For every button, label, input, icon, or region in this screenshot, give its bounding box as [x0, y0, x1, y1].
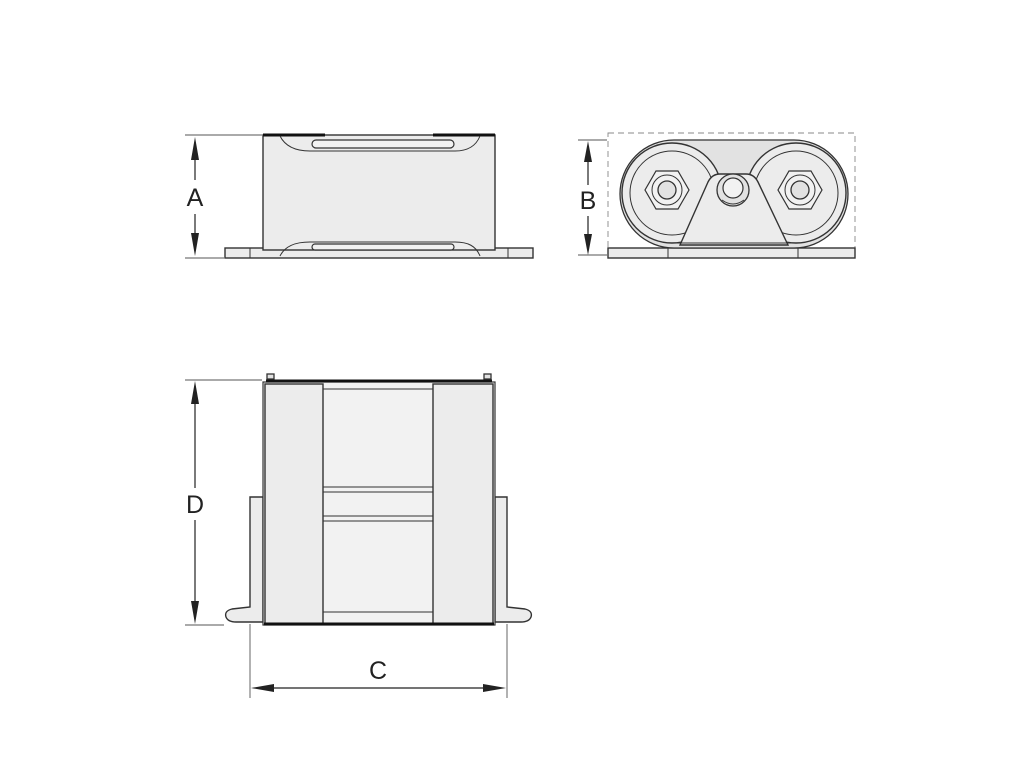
dimension-c: C [249, 624, 508, 698]
dimension-a-arrow-bottom [191, 233, 199, 256]
center-bracket [678, 173, 790, 246]
dimension-b-arrow-bottom [584, 234, 592, 255]
left-mounting-flange [224, 496, 264, 623]
dimension-d-label: D [186, 491, 204, 519]
dimension-d: D [185, 379, 262, 626]
front-top-rail [279, 135, 481, 152]
plan-left-band [264, 383, 324, 625]
dimension-d-arrow-top [191, 381, 199, 404]
dimension-a-label: A [187, 184, 204, 212]
dimension-b: B [578, 139, 607, 256]
plan-top-knob-right [483, 373, 492, 380]
dimension-a: A [185, 134, 262, 259]
front-bottom-rail [279, 241, 481, 257]
right-nut-bolt [790, 180, 810, 200]
plan-top-knob-left [266, 373, 275, 380]
center-stud-clip [721, 199, 745, 205]
right-mounting-flange [494, 496, 533, 623]
side-base-plate [607, 247, 856, 259]
center-stud-inner [722, 177, 744, 199]
dimension-b-label: B [580, 187, 597, 215]
plan-view [224, 373, 533, 626]
dimension-d-arrow-bottom [191, 601, 199, 624]
plan-right-band [432, 383, 494, 625]
side-view [607, 132, 856, 259]
left-nut-bolt [657, 180, 677, 200]
front-top-rail-inner [311, 139, 455, 149]
left-nut-washer [651, 174, 683, 206]
front-body [262, 134, 496, 251]
dimension-b-arrow-top [584, 141, 592, 162]
right-nut-washer [784, 174, 816, 206]
dimension-c-arrow-right [483, 684, 506, 692]
dimension-c-label: C [369, 657, 387, 685]
dimension-c-arrow-left [251, 684, 274, 692]
front-view [224, 133, 534, 259]
dimension-a-arrow-top [191, 137, 199, 160]
front-bottom-rail-inner [311, 243, 455, 251]
